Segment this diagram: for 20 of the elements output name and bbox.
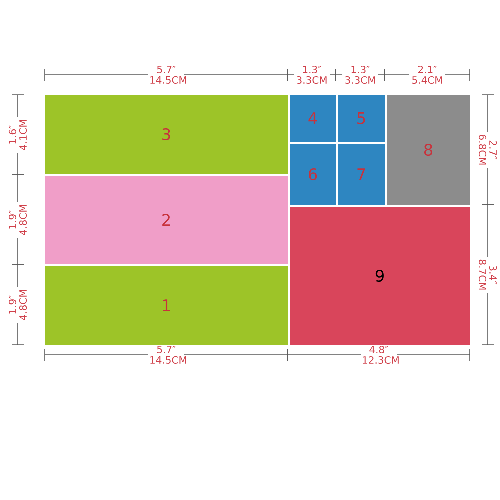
puzzle-piece: 2 [45, 176, 288, 264]
dimension-label: 2.1″ 5.4CM [410, 64, 446, 86]
puzzle-piece: 5 [338, 95, 385, 142]
dimension-label: 1.3″ 3.3CM [342, 64, 378, 86]
dimension-label: 3.4″ 8.7CM [478, 257, 498, 293]
dimension-label: 1.9″ 4.8CM [8, 202, 28, 238]
puzzle-piece: 6 [290, 144, 336, 205]
dimension-label: 5.7″ 14.5CM [148, 65, 186, 85]
puzzle-piece: 4 [290, 95, 336, 142]
puzzle-piece: 7 [338, 144, 385, 205]
dimension-label: 1.6″ 4.1CM [8, 117, 28, 153]
puzzle-piece: 3 [45, 95, 288, 174]
puzzle-piece: 9 [290, 207, 470, 345]
puzzle-piece: 1 [45, 266, 288, 345]
dimension-label: 1.9″ 4.8CM [8, 287, 28, 323]
dimension-label: 2.7″ 6.8CM [478, 132, 498, 168]
puzzle-piece: 8 [387, 95, 470, 205]
dimension-label: 5.7″ 14.5CM [148, 345, 186, 365]
dimension-label: 4.8″ 12.3CM [361, 344, 399, 366]
dimension-label: 1.3″ 3.3CM [294, 64, 330, 86]
